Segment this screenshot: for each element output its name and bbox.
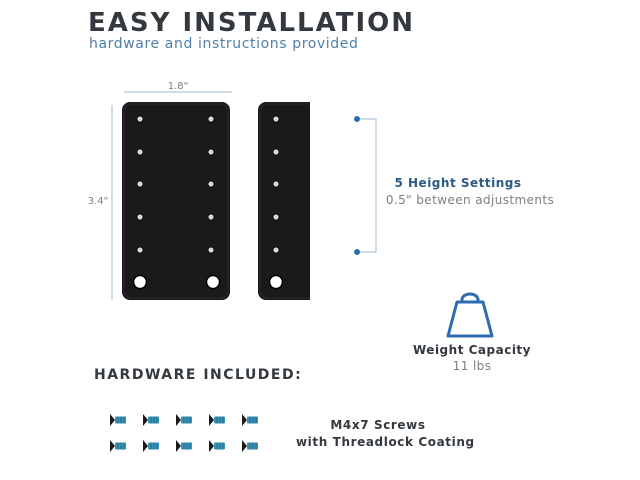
screw-icon bbox=[175, 413, 193, 427]
weight-capacity-title: Weight Capacity bbox=[413, 343, 531, 357]
screw-icon bbox=[241, 413, 259, 427]
left-mounting-plate bbox=[122, 102, 230, 300]
screw-icon bbox=[208, 439, 226, 453]
screw-icon bbox=[142, 413, 160, 427]
mounting-plates-illustration: 1.8" 3.4" bbox=[85, 81, 310, 300]
hardware-included-heading: HARDWARE INCLUDED: bbox=[94, 367, 303, 383]
screw-icon bbox=[175, 439, 193, 453]
width-dimension: 1.8" bbox=[124, 81, 232, 93]
weight-bag-icon bbox=[446, 292, 494, 338]
hardware-item-name: M4x7 Screws bbox=[330, 418, 426, 432]
left-plate-large-holes bbox=[132, 274, 221, 290]
height-dimension: 3.4" bbox=[85, 105, 113, 300]
screws-illustration bbox=[109, 413, 259, 453]
hardware-item-detail: with Threadlock Coating bbox=[296, 435, 475, 449]
screw-icon bbox=[109, 439, 127, 453]
screw-icon bbox=[241, 439, 259, 453]
screw-row-2 bbox=[109, 439, 259, 453]
right-plate-large-holes bbox=[268, 274, 284, 290]
top-setting-dot bbox=[354, 116, 360, 122]
page-title: EASY INSTALLATION bbox=[88, 8, 415, 38]
height-label: 3.4" bbox=[88, 196, 109, 207]
weight-capacity-value: 11 lbs bbox=[452, 359, 492, 373]
height-settings-subtitle: 0.5" between adjustments bbox=[385, 193, 555, 207]
left-plate-holes bbox=[136, 115, 215, 254]
screw-icon bbox=[208, 413, 226, 427]
screw-icon bbox=[109, 413, 127, 427]
bottom-setting-dot bbox=[354, 249, 360, 255]
screw-icon bbox=[142, 439, 160, 453]
screw-row-1 bbox=[109, 413, 259, 427]
right-mounting-plate bbox=[258, 102, 310, 300]
right-plate-holes bbox=[272, 115, 280, 254]
height-settings-bracket bbox=[354, 116, 377, 255]
page-subtitle: hardware and instructions provided bbox=[89, 36, 359, 52]
width-label: 1.8" bbox=[168, 81, 189, 92]
height-settings-title: 5 Height Settings bbox=[394, 176, 522, 190]
